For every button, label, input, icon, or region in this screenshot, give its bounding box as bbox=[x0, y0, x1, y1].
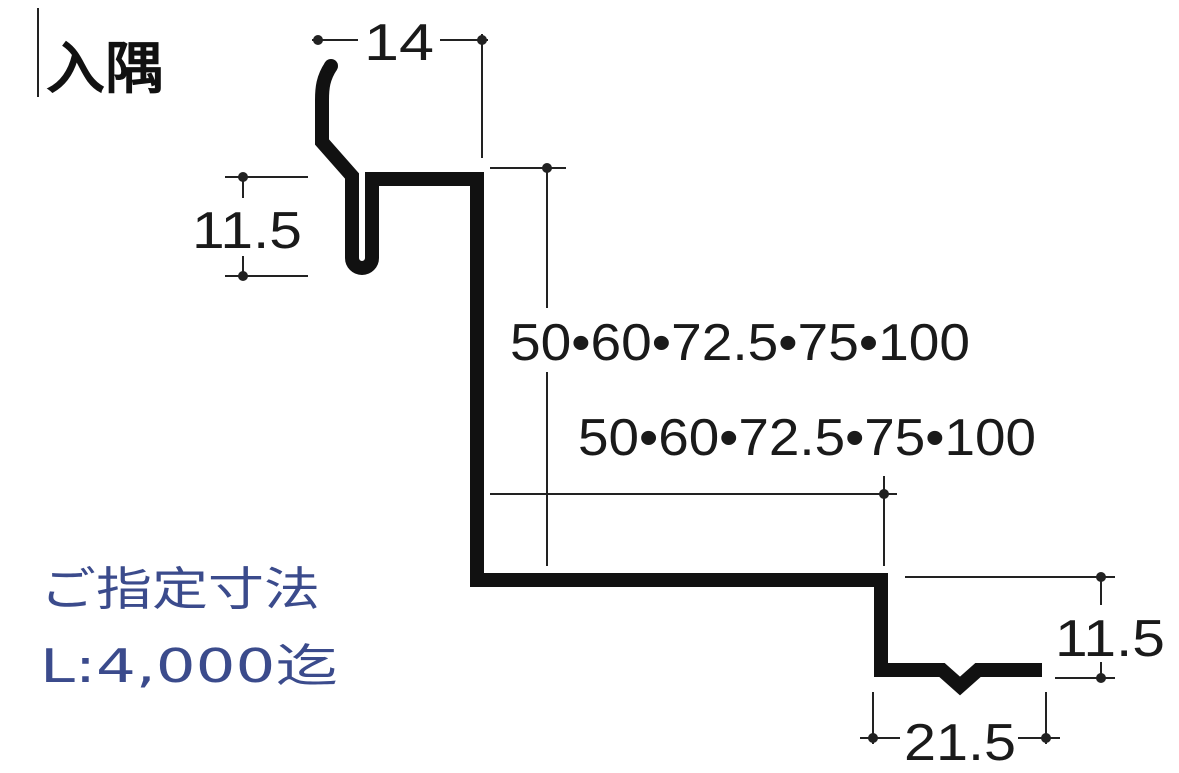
dim-dot-end bbox=[1041, 733, 1051, 743]
dimension-bottom-lip: 11.5 bbox=[905, 572, 1165, 683]
dimension-top-width: 14 bbox=[312, 14, 488, 158]
dimension-bottom-width: 21.5 bbox=[860, 692, 1060, 772]
dim-dot-end bbox=[1096, 673, 1106, 683]
dim-dot-end bbox=[477, 35, 487, 45]
note-line-max-length: L:4,000迄 bbox=[40, 639, 338, 693]
dimension-hook-depth: 11.5 bbox=[192, 172, 308, 281]
note-line-custom-size: ご指定寸法 bbox=[40, 562, 320, 616]
dim-dot-start bbox=[1096, 572, 1106, 582]
dim-dot-start bbox=[313, 35, 323, 45]
dim-dot-start bbox=[542, 163, 552, 173]
dim-dot-start bbox=[238, 172, 248, 182]
dim-label-height-options: 50•60•72.5•75•100 bbox=[510, 314, 970, 372]
dim-label-bottom-lip: 11.5 bbox=[1055, 610, 1165, 668]
dim-label-hook-depth: 11.5 bbox=[192, 202, 302, 260]
profile-outline bbox=[315, 62, 1042, 696]
diagram-title: 入隅 bbox=[46, 37, 164, 102]
dim-label-top-width: 14 bbox=[364, 14, 434, 72]
dim-label-bottom-width: 21.5 bbox=[904, 714, 1016, 772]
dim-dot-end bbox=[879, 489, 889, 499]
dimension-height: 50•60•72.5•75•100 bbox=[490, 163, 970, 566]
dim-label-width-options: 50•60•72.5•75•100 bbox=[578, 409, 1036, 467]
profile-hook-tip bbox=[324, 59, 338, 73]
length-note: ご指定寸法 L:4,000迄 bbox=[40, 562, 338, 693]
dim-dot-end bbox=[238, 271, 248, 281]
dim-dot-start bbox=[868, 733, 878, 743]
dimension-width: 50•60•72.5•75•100 bbox=[490, 409, 1036, 566]
